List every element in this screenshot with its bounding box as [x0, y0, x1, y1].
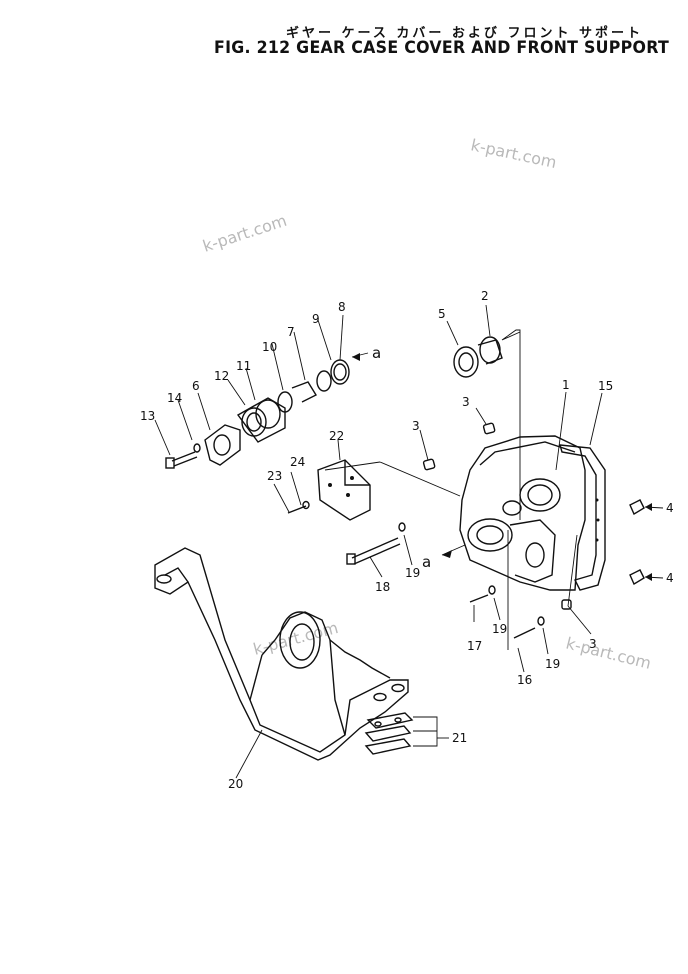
callout-21: 21 [452, 731, 467, 745]
callout-8: 8 [338, 300, 346, 314]
callout-19a: 19 [405, 566, 420, 580]
plug-upper [629, 499, 645, 516]
arrow-4b [645, 573, 652, 581]
callout-17: 17 [467, 639, 482, 653]
washer-19b [488, 585, 496, 595]
reference-a-bottom: a [422, 553, 431, 571]
callout-3c: 3 [589, 637, 597, 651]
reference-a-top: a [372, 344, 381, 362]
watermark: k-part.com [200, 211, 289, 256]
callout-4b: 4 [666, 571, 674, 585]
callout-15: 15 [598, 379, 613, 393]
figure-title: FIG. 212 GEAR CASE COVER AND FRONT SUPPO… [214, 38, 670, 58]
watermark: k-part.com [469, 135, 558, 172]
bolt-16 [513, 627, 536, 639]
bearing-and-sleeve [453, 336, 503, 378]
callout-7: 7 [287, 325, 295, 339]
arrow-a-top [352, 353, 360, 361]
callout-24: 24 [290, 455, 305, 469]
callout-19b: 19 [492, 622, 507, 636]
washer-24 [302, 500, 310, 510]
front-support-bracket [154, 547, 409, 761]
callout-3a: 3 [462, 395, 470, 409]
figure-title-japanese: ギヤー ケース カバー および フロント サポート [286, 26, 643, 41]
callout-12: 12 [214, 369, 229, 383]
callout-16: 16 [517, 673, 532, 687]
washer-19c [537, 616, 545, 626]
gasket [559, 444, 606, 591]
callout-20: 20 [228, 777, 243, 791]
washer-14 [193, 443, 201, 453]
watermark: k-part.com [564, 633, 653, 673]
callout-18: 18 [375, 580, 390, 594]
bolt-18 [351, 537, 401, 565]
callout-1: 1 [562, 378, 570, 392]
callout-13: 13 [140, 409, 155, 423]
arrow-4a [645, 503, 652, 511]
bushing-top [482, 422, 496, 435]
callout-10: 10 [262, 340, 277, 354]
shim-plates [364, 712, 414, 755]
bolt-13 [171, 451, 198, 467]
bushing-mid [422, 458, 436, 471]
callout-4a: 4 [666, 501, 674, 515]
bracket-22 [317, 459, 371, 521]
callout-2: 2 [481, 289, 489, 303]
bolt-13-head [165, 457, 175, 469]
callout-5: 5 [438, 307, 446, 321]
gear-case-cover [459, 435, 586, 591]
callout-11: 11 [236, 359, 251, 373]
plug-lower [629, 569, 645, 586]
leader-lines [154, 304, 664, 779]
callout-6: 6 [192, 379, 200, 393]
bolt-17 [469, 594, 489, 603]
callout-22: 22 [329, 429, 344, 443]
arrow-a-bottom [442, 550, 452, 558]
callout-23: 23 [267, 469, 282, 483]
callout-19c: 19 [545, 657, 560, 671]
callout-14: 14 [167, 391, 182, 405]
bolt-18-head [346, 553, 356, 565]
seal-housing-assembly [204, 359, 350, 466]
bushing-low [561, 599, 572, 610]
callout-9: 9 [312, 312, 320, 326]
callout-3b: 3 [412, 419, 420, 433]
washer-19 [398, 522, 406, 532]
